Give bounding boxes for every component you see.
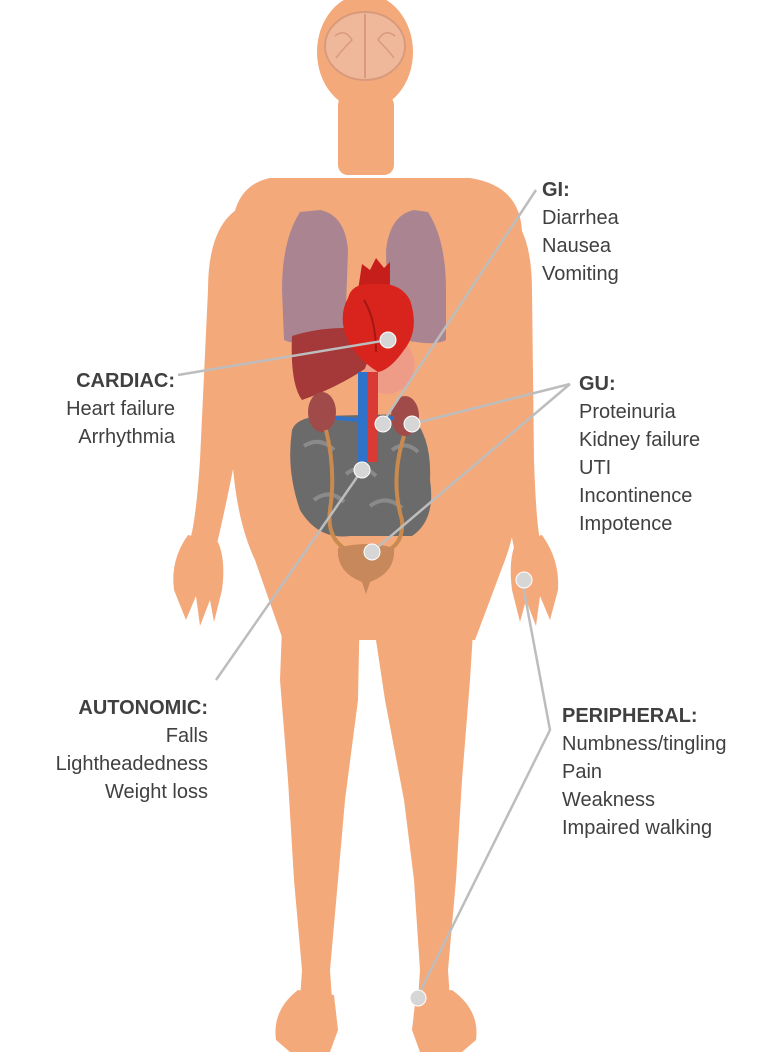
callout-dot-kidney — [404, 416, 420, 432]
gi-item: Nausea — [542, 232, 619, 260]
gu-item: Proteinuria — [579, 398, 700, 426]
gu-item: Incontinence — [579, 482, 700, 510]
gi-heading: GI: — [542, 176, 619, 204]
cardiac-item: Arrhythmia — [20, 423, 175, 451]
cardiac-heading: CARDIAC: — [20, 367, 175, 395]
callout-dot-hand — [516, 572, 532, 588]
autonomic-heading: AUTONOMIC: — [10, 694, 208, 722]
peripheral-item: Weakness — [562, 786, 727, 814]
autonomic-item: Falls — [10, 722, 208, 750]
gi-item: Diarrhea — [542, 204, 619, 232]
callout-dot-autonomic — [354, 462, 370, 478]
autonomic-label-group: AUTONOMIC: Falls Lightheadedness Weight … — [10, 694, 208, 806]
cardiac-label-group: CARDIAC: Heart failure Arrhythmia — [20, 367, 175, 451]
gu-heading: GU: — [579, 370, 700, 398]
gu-item: Impotence — [579, 510, 700, 538]
peripheral-item: Pain — [562, 758, 727, 786]
callout-dot-foot — [410, 990, 426, 1006]
gi-item: Vomiting — [542, 260, 619, 288]
autonomic-item: Weight loss — [10, 778, 208, 806]
gu-item: UTI — [579, 454, 700, 482]
brain — [325, 12, 405, 80]
gu-item: Kidney failure — [579, 426, 700, 454]
callout-dot-heart — [380, 332, 396, 348]
peripheral-label-group: PERIPHERAL: Numbness/tingling Pain Weakn… — [562, 702, 727, 842]
gu-label-group: GU: Proteinuria Kidney failure UTI Incon… — [579, 370, 700, 538]
callout-dot-gi — [375, 416, 391, 432]
callout-dot-bladder — [364, 544, 380, 560]
peripheral-item: Impaired walking — [562, 814, 727, 842]
autonomic-item: Lightheadedness — [10, 750, 208, 778]
peripheral-heading: PERIPHERAL: — [562, 702, 727, 730]
peripheral-item: Numbness/tingling — [562, 730, 727, 758]
cardiac-item: Heart failure — [20, 395, 175, 423]
gi-label-group: GI: Diarrhea Nausea Vomiting — [542, 176, 619, 288]
